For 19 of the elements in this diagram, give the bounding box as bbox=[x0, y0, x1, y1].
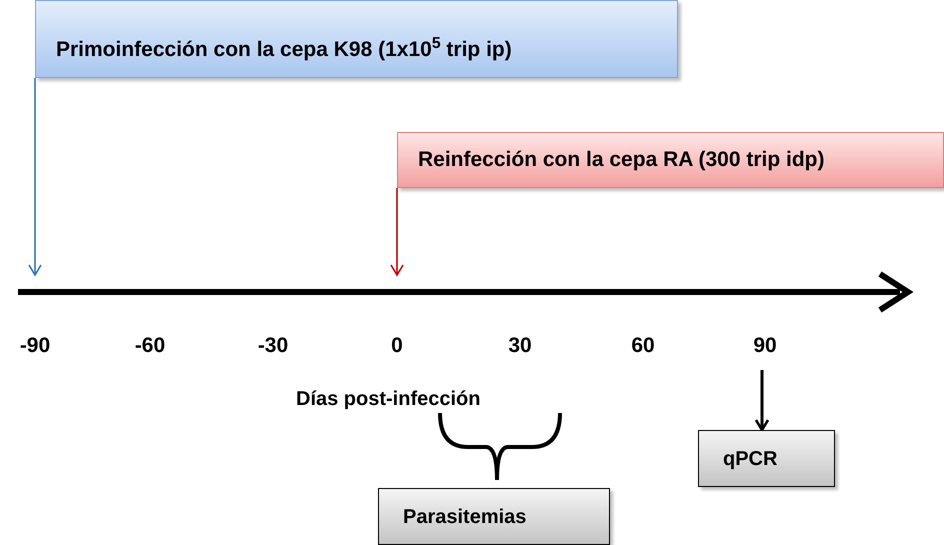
event-box bbox=[35, 0, 678, 78]
event-label: Parasitemias bbox=[403, 504, 526, 530]
tick-label: -30 bbox=[256, 333, 290, 359]
axis-title: Días post-infección bbox=[296, 387, 480, 412]
event-box bbox=[397, 132, 944, 188]
tick-label: 90 bbox=[752, 333, 778, 359]
tick-label: -90 bbox=[18, 333, 52, 359]
assay-box bbox=[378, 488, 610, 545]
event-label: Primoinfección con la cepa K98 (1x10$^{5}$ trip ip) bbox=[56, 34, 512, 62]
assay-box bbox=[698, 430, 835, 487]
arrow bbox=[28, 78, 42, 276]
tick-label: -60 bbox=[134, 333, 166, 359]
tick-label: 60 bbox=[630, 333, 656, 359]
arrow bbox=[390, 188, 404, 276]
event-label: Reinfección con la cepa RA (300 trip idp) bbox=[418, 147, 824, 174]
arrow bbox=[754, 370, 770, 432]
tick-label: 0 bbox=[390, 333, 404, 359]
tick-label: 30 bbox=[507, 333, 533, 359]
event-label: qPCR bbox=[723, 446, 778, 472]
